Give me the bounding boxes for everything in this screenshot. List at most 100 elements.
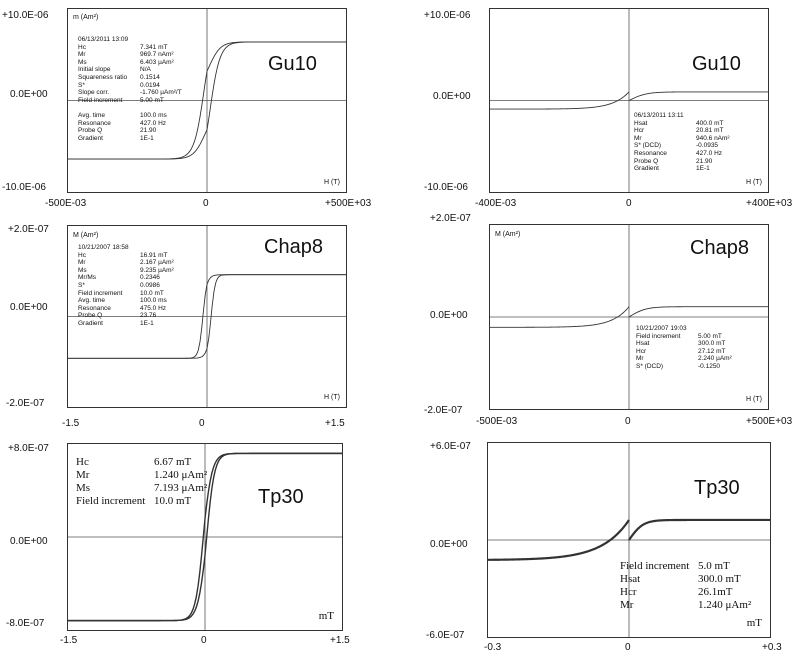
info-key: Mr [78, 51, 86, 59]
info-key: Mr/Ms [78, 274, 97, 282]
info-value: 1.240 μAm² [154, 469, 208, 481]
info-key: Probe Q [78, 312, 103, 320]
dcd-backfield-curve [488, 519, 630, 561]
info-key: Mr [634, 134, 642, 142]
info-value: 0.1514 [140, 74, 160, 81]
info-key: Mr [76, 469, 90, 481]
info-key: Hcr [636, 347, 647, 355]
x-tick-right: +0.3 [762, 642, 782, 653]
info-key: Hcr [634, 127, 645, 135]
info-value: 21.90 [696, 157, 713, 165]
y-tick-top: +2.0E-07 [8, 224, 49, 235]
info-key: Hsat [634, 119, 648, 127]
irm-acquisition-curve [628, 91, 768, 101]
y-tick-zero: 0.0E+00 [433, 91, 471, 102]
info-key: Ms [78, 58, 87, 66]
info-key: Gradient [78, 320, 103, 327]
info-value: 300.0 mT [698, 573, 741, 585]
info-value: 2.167 µAm² [140, 259, 174, 267]
x-tick-zero: 0 [625, 416, 631, 427]
x-unit-label: mT [318, 610, 334, 622]
info-key: Ms [76, 482, 91, 494]
info-value: 23.76 [140, 312, 157, 320]
info-value: 1E-1 [140, 320, 154, 327]
y-tick-zero: 0.0E+00 [430, 539, 468, 550]
y-tick-top: +10.0E-06 [424, 10, 471, 21]
x-tick-zero: 0 [625, 642, 631, 653]
info-value: 26.1mT [698, 586, 733, 598]
x-unit-label: H (T) [324, 394, 340, 401]
info-key: Avg. time [78, 112, 105, 119]
x-tick-zero: 0 [626, 198, 632, 209]
x-tick-zero: 0 [203, 198, 209, 209]
info-value: 27.12 mT [698, 347, 726, 355]
y-tick-zero: 0.0E+00 [10, 302, 48, 313]
dcd-backfield-curve [490, 91, 630, 110]
info-key: Resonance [78, 119, 111, 127]
info-value: 6.403 µAm² [140, 58, 174, 66]
info-value: 400.0 mT [696, 119, 724, 127]
info-value: -0.0935 [696, 142, 719, 150]
y-tick-zero: 0.0E+00 [10, 536, 48, 547]
remanence-curve-plot [488, 443, 770, 637]
y-tick-bottom: -8.0E-07 [6, 618, 45, 629]
info-key: Hcr [620, 586, 637, 598]
x-tick-left: -1.5 [62, 418, 80, 429]
sample-label: Chap8 [690, 237, 749, 259]
info-key: Field increment [636, 332, 681, 340]
info-key: Slope corr. [78, 89, 110, 97]
info-value: N/A [140, 66, 151, 74]
hysteresis-loop-plot [68, 9, 346, 192]
info-key: Hsat [636, 340, 650, 348]
hysteresis-loop-plot [68, 226, 346, 407]
y-tick-top: +6.0E-07 [430, 441, 471, 452]
info-value: 10.0 mT [140, 289, 164, 297]
descending-branch [68, 452, 342, 622]
x-tick-right: +1.5 [330, 635, 350, 646]
y-tick-top: +10.0E-06 [2, 10, 49, 21]
info-value: 5.00 mT [698, 332, 722, 340]
x-tick-zero: 0 [199, 418, 205, 429]
info-value: 9.235 µAm² [140, 266, 174, 274]
y-unit-label: m (Am²) [73, 14, 99, 21]
x-tick-left: -400E-03 [475, 198, 517, 209]
info-value: 475.0 Hz [140, 304, 167, 312]
info-key: Hsat [620, 573, 641, 585]
info-value: 300.0 mT [698, 340, 726, 348]
info-key: S* (DCD) [636, 363, 664, 370]
info-value: 100.0 ms [140, 112, 167, 119]
irm-acquisition-curve [628, 306, 768, 318]
info-key: Gradient [78, 134, 103, 142]
x-unit-label: H (T) [324, 179, 340, 186]
info-value: 7.341 mT [140, 43, 168, 51]
info-key: Field increment [620, 560, 690, 572]
info-key: Hc [78, 43, 86, 51]
y-unit-label: M (Am²) [495, 231, 521, 238]
info-key: S* [78, 282, 85, 289]
descending-branch [68, 274, 346, 359]
y-tick-bottom: -2.0E-07 [424, 405, 463, 416]
x-unit-label: H (T) [746, 396, 762, 403]
info-value: 0.0986 [140, 282, 160, 289]
x-tick-zero: 0 [201, 635, 207, 646]
sample-label: Gu10 [692, 53, 741, 75]
info-value: 6.67 mT [154, 456, 192, 468]
info-value: 21.90 [140, 127, 157, 135]
y-tick-bottom: -10.0E-06 [424, 182, 468, 193]
y-tick-top: +2.0E-07 [430, 213, 471, 224]
info-key: 10/21/2007 18:58 [78, 244, 129, 251]
info-value: 427.0 Hz [140, 119, 167, 127]
x-unit-label: mT [746, 617, 762, 629]
remanence-curve-plot [490, 225, 768, 409]
info-key: 10/21/2007 19:03 [636, 325, 687, 332]
info-value: 16.91 mT [140, 251, 168, 259]
irm-acquisition-curve [628, 518, 770, 541]
info-value: 5.00 mT [140, 96, 164, 104]
y-tick-top: +8.0E-07 [8, 443, 49, 454]
